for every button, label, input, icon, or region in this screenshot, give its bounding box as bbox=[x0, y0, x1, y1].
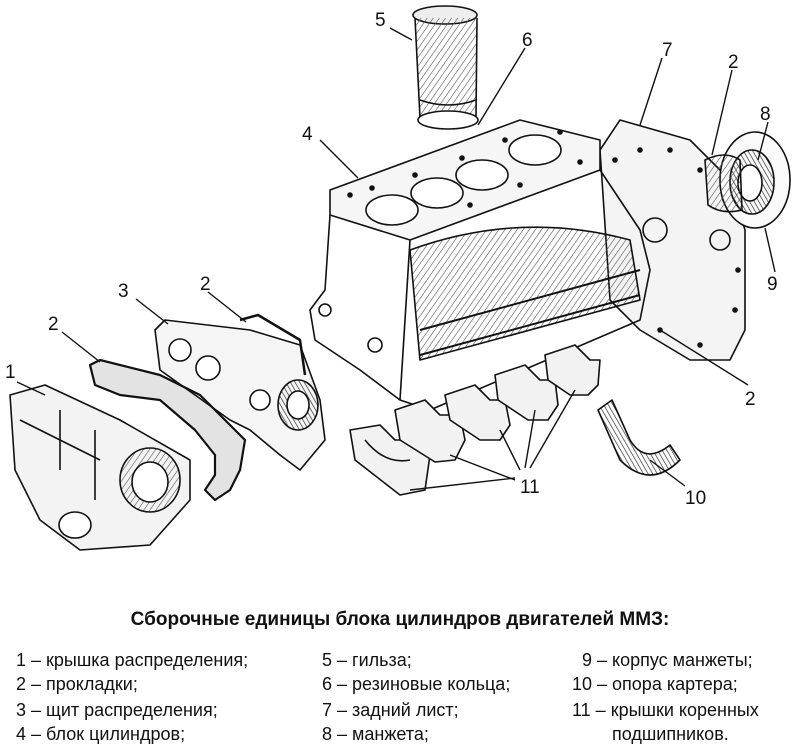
legend-item-11: 11 – крышки коренных bbox=[572, 700, 759, 720]
callout-1: 1 bbox=[5, 362, 16, 383]
timing-shield-part bbox=[154, 319, 326, 471]
callout-4: 4 bbox=[302, 124, 313, 145]
legend-item-7: 7 – задний лист; bbox=[322, 700, 459, 720]
callout-7: 7 bbox=[662, 40, 673, 61]
seal-housing-part bbox=[704, 131, 791, 229]
callout-2-front-gasket: 2 bbox=[48, 314, 59, 335]
main-bearing-caps-part bbox=[349, 344, 601, 496]
callout-9: 9 bbox=[767, 274, 778, 295]
callout-6: 6 bbox=[522, 30, 533, 51]
callout-10: 10 bbox=[685, 488, 706, 509]
front-gasket-part bbox=[88, 358, 247, 502]
legend-item-6: 6 – резиновые кольца; bbox=[322, 674, 511, 694]
crankcase-support-part bbox=[597, 399, 681, 476]
caption-title: Сборочные единицы блока цилиндров двигат… bbox=[130, 609, 670, 630]
legend-item-5: 5 – гильза; bbox=[322, 650, 412, 670]
leader-lines bbox=[16, 27, 776, 491]
legend-item-10: 10 – опора картера; bbox=[572, 674, 738, 694]
callout-8: 8 bbox=[760, 104, 771, 125]
exploded-engine-block-illustration: 1 2 3 2 4 5 6 7 2 8 9 2 11 10 bbox=[5, 5, 791, 551]
legend-item-2: 2 – прокладки; bbox=[16, 674, 138, 694]
cylinder-liner-part bbox=[412, 5, 479, 130]
legend-item-3: 3 – щит распределения; bbox=[16, 700, 218, 720]
shield-gasket-part bbox=[239, 313, 307, 376]
legend-item-1: 1 – крышка распределения; bbox=[16, 650, 249, 670]
timing-cover-part bbox=[9, 384, 191, 551]
callout-2-bottom-gasket: 2 bbox=[745, 389, 756, 410]
callout-11: 11 bbox=[520, 477, 540, 498]
callout-2-shield-gasket: 2 bbox=[200, 274, 211, 295]
cylinder-block-part bbox=[309, 119, 651, 411]
callout-3: 3 bbox=[118, 281, 129, 302]
legend-item-9: 9 – корпус манжеты; bbox=[582, 650, 753, 670]
legend-item-8: 8 – манжета; bbox=[322, 724, 429, 744]
legend-item-11-cont: подшипников. bbox=[612, 724, 729, 744]
callout-2-rear-gasket: 2 bbox=[728, 52, 739, 73]
callout-5: 5 bbox=[375, 10, 386, 31]
legend-item-4: 4 – блок цилиндров; bbox=[16, 724, 186, 744]
